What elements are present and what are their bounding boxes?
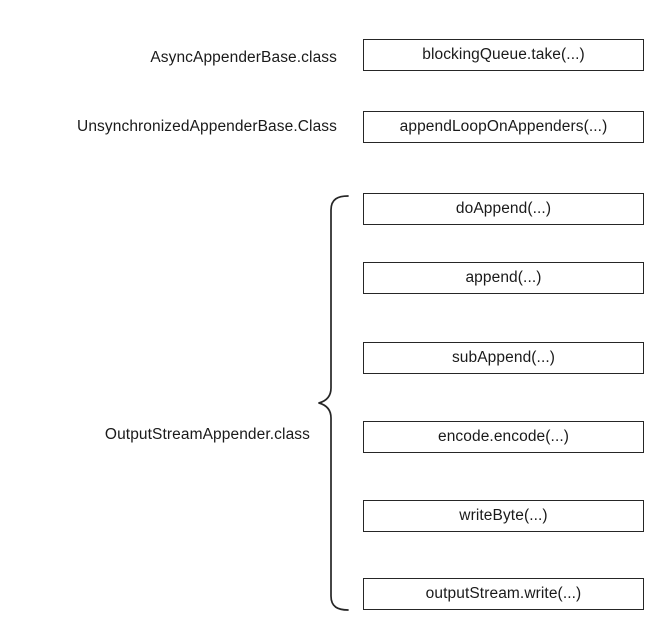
- class-label-output-stream-appender: OutputStreamAppender.class: [104, 426, 310, 443]
- grouping-brace: [313, 193, 355, 613]
- method-box-output-stream-write[interactable]: outputStream.write(...): [363, 578, 644, 610]
- method-box-blocking-queue-take[interactable]: blockingQueue.take(...): [363, 39, 644, 71]
- method-box-do-append[interactable]: doAppend(...): [363, 193, 644, 225]
- method-box-append-loop-on-appenders[interactable]: appendLoopOnAppenders(...): [363, 111, 644, 143]
- class-label-unsynchronized-appender-base: UnsynchronizedAppenderBase.Class: [77, 118, 337, 135]
- method-box-append[interactable]: append(...): [363, 262, 644, 294]
- method-box-write-byte[interactable]: writeByte(...): [363, 500, 644, 532]
- method-box-sub-append[interactable]: subAppend(...): [363, 342, 644, 374]
- method-box-encode-encode[interactable]: encode.encode(...): [363, 421, 644, 453]
- grouping-brace-icon: [318, 195, 349, 611]
- class-label-async-appender-base: AsyncAppenderBase.class: [150, 49, 337, 66]
